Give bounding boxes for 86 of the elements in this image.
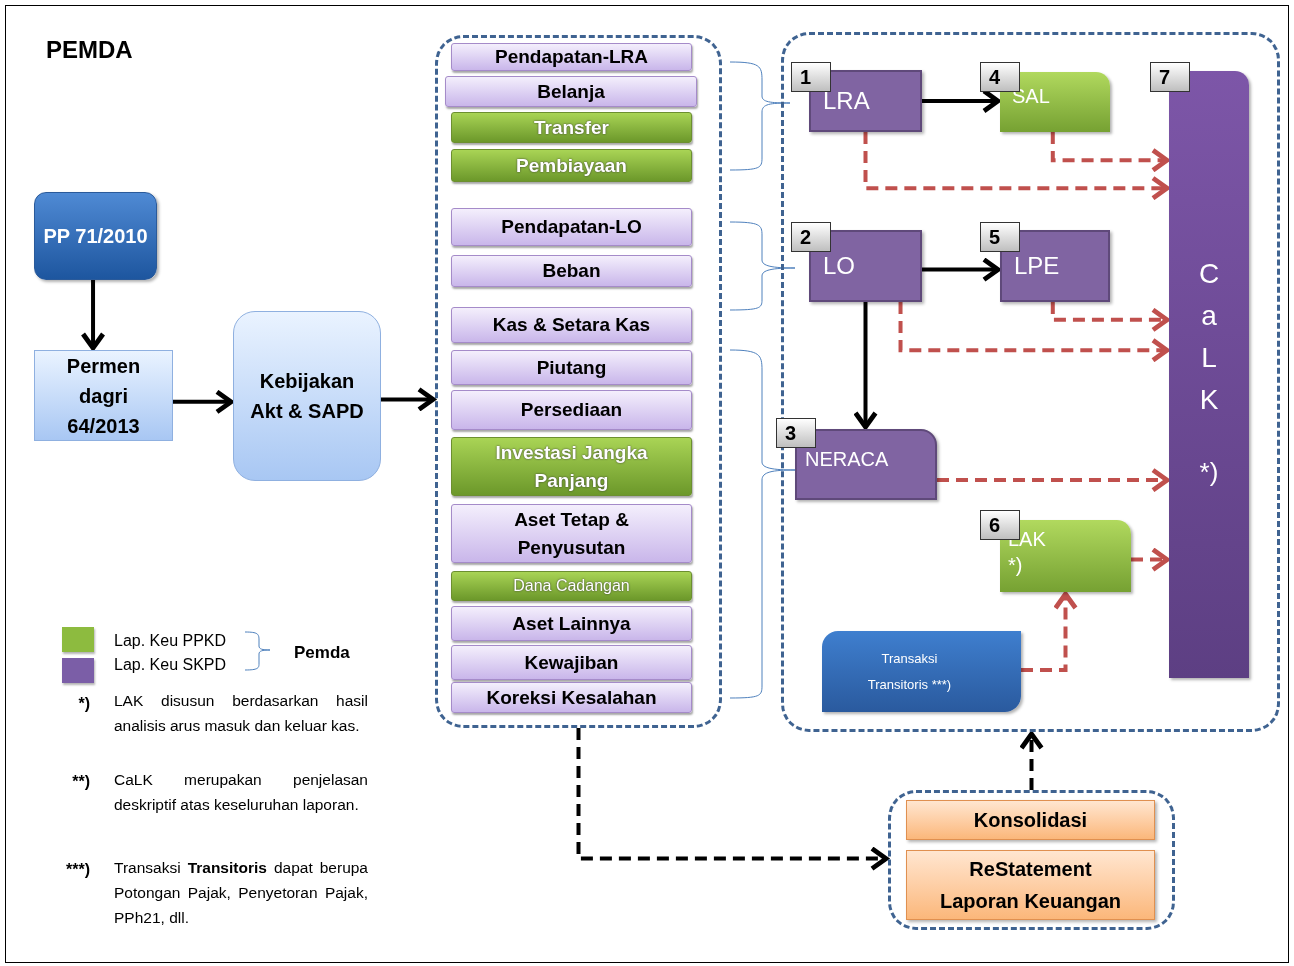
- number-badge: 3: [776, 418, 816, 448]
- group-label: Pemda: [294, 642, 350, 664]
- arrow: [937, 467, 1170, 493]
- account-box: [451, 390, 692, 430]
- arrow: [1050, 302, 1170, 333]
- account-box: [451, 149, 692, 182]
- transaction-box: [822, 631, 1021, 712]
- arrow: [1021, 591, 1078, 672]
- node-label: Dana Cadangan: [513, 576, 630, 596]
- arrow: [173, 389, 234, 415]
- account-box: [451, 350, 692, 385]
- node-label: LO: [823, 251, 855, 281]
- arrow: [1050, 132, 1170, 173]
- node-label: Kewajiban: [524, 650, 619, 675]
- node-label: Piutang: [536, 355, 607, 380]
- number-badge: 5: [980, 222, 1020, 252]
- number-badge: 2: [791, 222, 831, 252]
- node-label: Belanja: [537, 79, 605, 104]
- legend-label: Lap. Keu SKPD: [114, 655, 227, 675]
- node-label: Aset Tetap & Penyusutan: [513, 507, 630, 560]
- account-box: [451, 208, 692, 246]
- dashed-group-frame: [435, 35, 722, 728]
- arrow: [898, 302, 1170, 363]
- report-box: [809, 230, 922, 302]
- footnote-text: LAK disusun berdasarkan hasil analisis arus masuk dan keluar kas.: [114, 691, 368, 736]
- report-box: [795, 429, 937, 500]
- arrow: [863, 132, 1170, 201]
- arrow: [576, 728, 889, 871]
- process-box: [906, 850, 1155, 920]
- node-label: Pembiayaan: [516, 153, 627, 178]
- regulation-box: [34, 350, 173, 441]
- footnote-mark: **): [71, 772, 90, 792]
- account-box: [445, 76, 697, 107]
- footnote-text: CaLK merupakan penjelasan deskriptif atas keseluruhan laporan.: [114, 770, 368, 815]
- node-label: Pendapatan-LRA: [494, 45, 649, 69]
- node-label: Koreksi Kesalahan: [486, 685, 657, 710]
- arrow: [922, 257, 1001, 282]
- vertical-label: CaLK: [1197, 257, 1221, 417]
- arrow: [1019, 731, 1044, 790]
- process-box: [906, 800, 1155, 840]
- account-box: [451, 645, 692, 680]
- node-label: Pendapatan-LO: [501, 215, 642, 239]
- title: PEMDA: [46, 35, 133, 65]
- account-box: [451, 112, 692, 143]
- footnote-text: Transaksi Transitoris dapat berupa Potongan Pajak, Penyetoran Pajak, PPh21, dll.: [114, 858, 368, 928]
- account-box: [451, 571, 692, 601]
- footnote-mark: ***): [65, 860, 90, 880]
- node-label: Transfer: [534, 115, 609, 140]
- account-box: [451, 606, 692, 641]
- footnote-mark: *): [77, 694, 90, 714]
- node-label: Aset Lainnya: [512, 611, 631, 636]
- node-label: Konsolidasi: [973, 808, 1088, 833]
- account-box: [451, 255, 692, 287]
- legend-label: Lap. Keu PPKD: [114, 631, 227, 651]
- node-label: ReStatement Laporan Keuangan: [939, 857, 1122, 914]
- regulation-box: [34, 192, 157, 280]
- node-label: Kas & Setara Kas: [492, 313, 651, 337]
- node-label: NERACA: [805, 446, 889, 472]
- number-badge: 4: [980, 62, 1020, 92]
- report-box: [809, 70, 922, 132]
- footnote-mark: *): [1199, 456, 1219, 489]
- node-label: Transaksi Transitoris ***): [866, 649, 953, 694]
- number-badge: 1: [791, 62, 831, 92]
- arrow: [381, 387, 436, 412]
- account-box: [451, 43, 692, 71]
- number-badge: 7: [1150, 62, 1190, 92]
- account-box: [451, 437, 692, 496]
- report-box: [1000, 72, 1110, 132]
- report-box: [1000, 520, 1131, 592]
- account-box: [451, 682, 692, 713]
- node-label: Persediaan: [520, 398, 623, 422]
- account-box: [451, 504, 692, 563]
- policy-box: [233, 311, 381, 481]
- arrow: [80, 280, 106, 351]
- node-label: LPE: [1014, 251, 1060, 281]
- node-label: Kebijakan Akt & SAPD: [249, 369, 365, 424]
- account-box: [451, 307, 692, 343]
- node-label: Investasi Jangka Panjang: [494, 440, 649, 493]
- node-label: PP 71/2010: [43, 224, 148, 249]
- node-label: Permen dagri 64/2013: [65, 353, 142, 439]
- node-label: Beban: [542, 259, 601, 283]
- dashed-group-frame: [888, 790, 1175, 930]
- arrow: [853, 302, 878, 430]
- report-box: [1000, 230, 1110, 302]
- report-column: [1169, 71, 1249, 678]
- arrow: [1131, 547, 1170, 572]
